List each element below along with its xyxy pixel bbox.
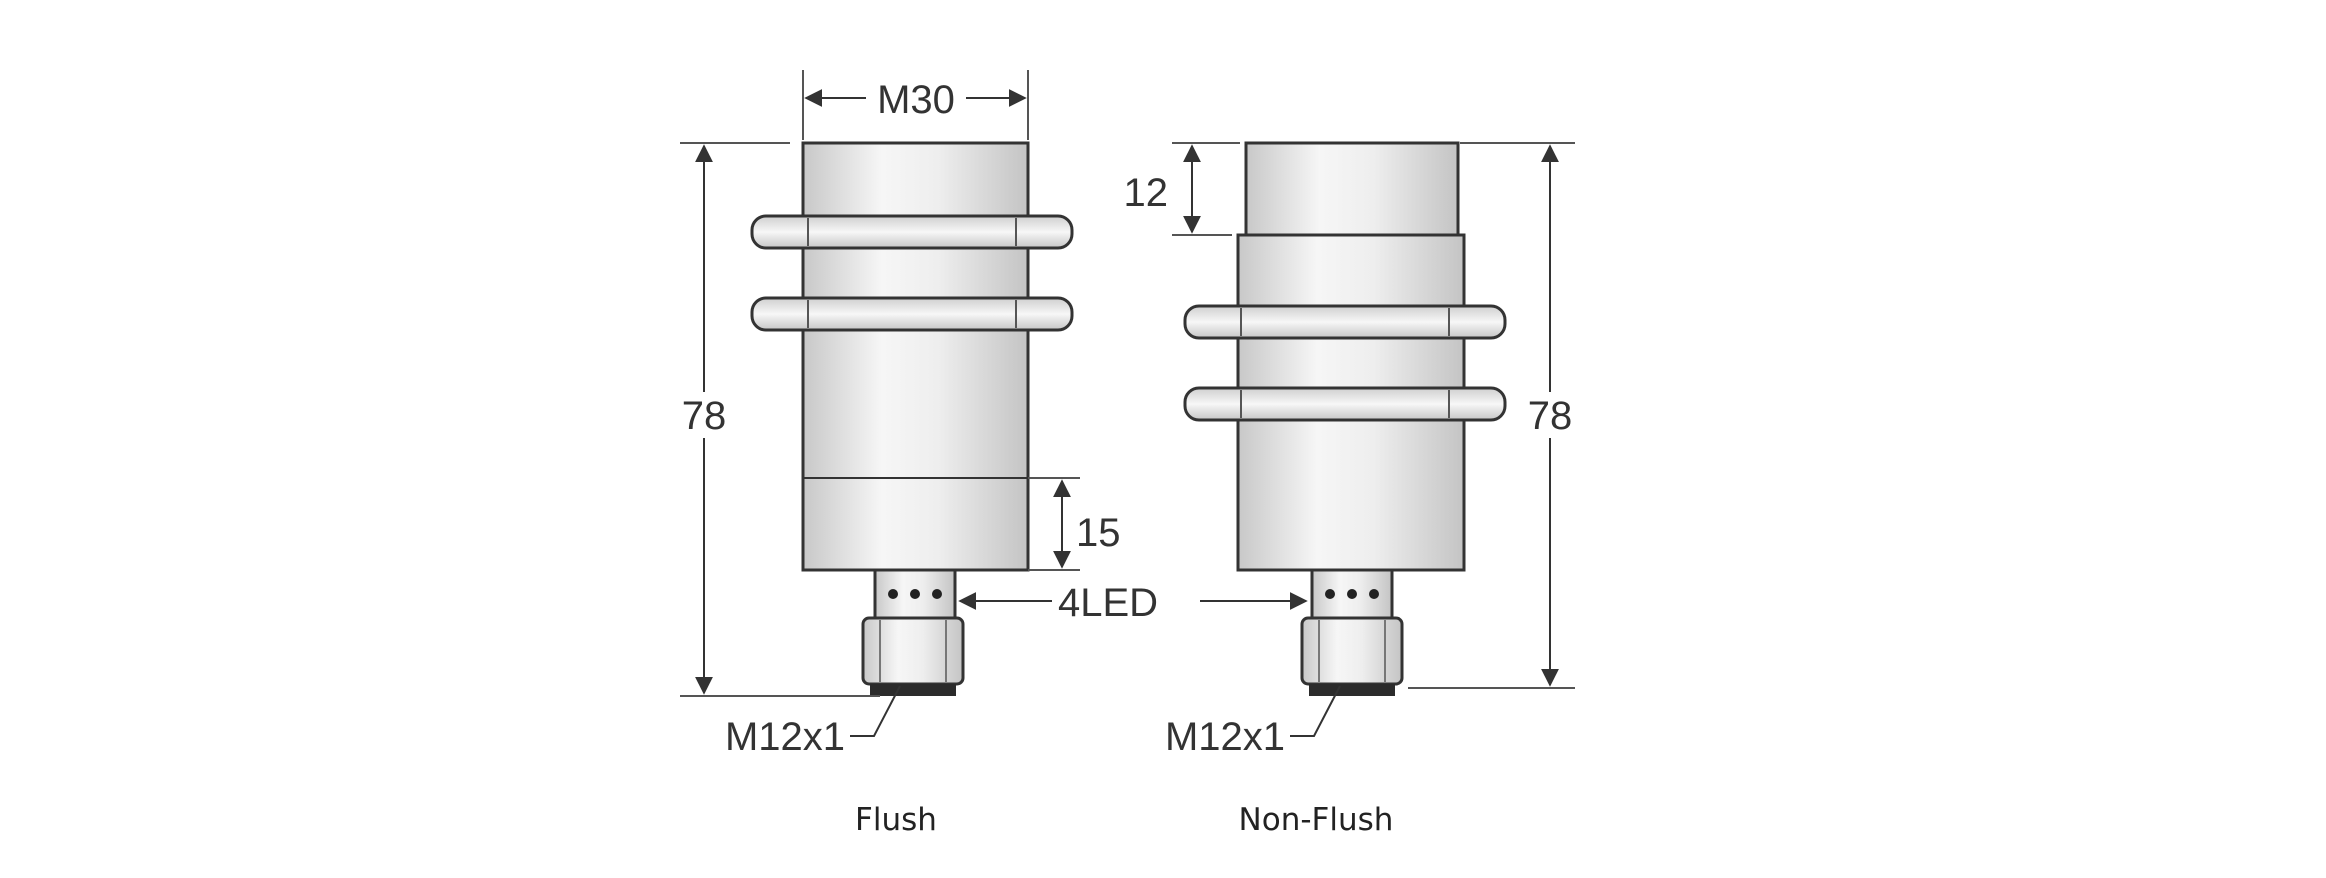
non-flush-connector-base (1309, 684, 1395, 696)
non-flush-connector-label: M12x1 (1165, 715, 1285, 759)
non-flush-caption: Non-Flush (1238, 802, 1394, 838)
flush-connector-label: M12x1 (725, 715, 845, 759)
flush-led-label: 4LED (1058, 581, 1158, 625)
non-flush-length-label: 78 (1528, 394, 1573, 438)
flush-led-dot (932, 589, 942, 599)
flush-sensor: M30 78 15 4LED M12x1 (676, 70, 1158, 759)
flush-caption: Flush (855, 802, 937, 838)
non-flush-connector-leader (1290, 685, 1341, 737)
non-flush-nut-upper (1183, 304, 1507, 340)
non-flush-led-dot (1325, 589, 1335, 599)
flush-connector (861, 616, 965, 686)
non-flush-offset-label: 12 (1124, 171, 1169, 215)
flush-nut-upper (750, 214, 1074, 250)
flush-led-dot (910, 589, 920, 599)
non-flush-nut-lower (1183, 386, 1507, 422)
non-flush-led-dot (1347, 589, 1357, 599)
flush-diameter-label: M30 (877, 78, 955, 122)
flush-connector-leader (850, 685, 901, 737)
non-flush-sensing-cap (1244, 141, 1460, 237)
non-flush-led-dot (1369, 589, 1379, 599)
flush-body (801, 141, 1030, 572)
non-flush-connector (1300, 616, 1404, 686)
flush-offset-label: 15 (1076, 511, 1121, 555)
flush-nut-lower (750, 296, 1074, 332)
flush-led-dot (888, 589, 898, 599)
flush-connector-base (870, 684, 956, 696)
flush-length-label: 78 (682, 394, 727, 438)
non-flush-sensor: 12 78 M12x1 (1124, 141, 1578, 759)
